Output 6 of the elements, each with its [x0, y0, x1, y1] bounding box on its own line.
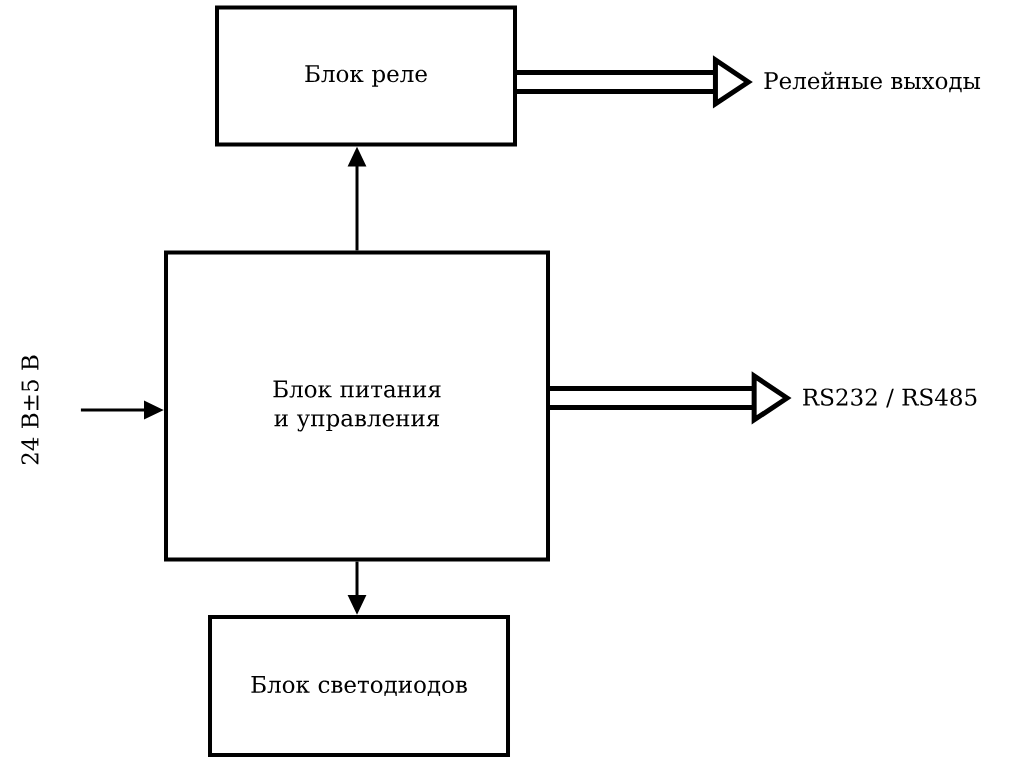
- block-box: Блок реле: [215, 5, 517, 147]
- output-label: RS232 / RS485: [803, 388, 977, 408]
- block-box: Блок светодиодов: [208, 615, 510, 757]
- block-box: Блок питания и управления: [164, 250, 550, 562]
- output-label: Релейные выходы: [764, 71, 981, 93]
- input-label: 24 В±5 В: [21, 355, 39, 465]
